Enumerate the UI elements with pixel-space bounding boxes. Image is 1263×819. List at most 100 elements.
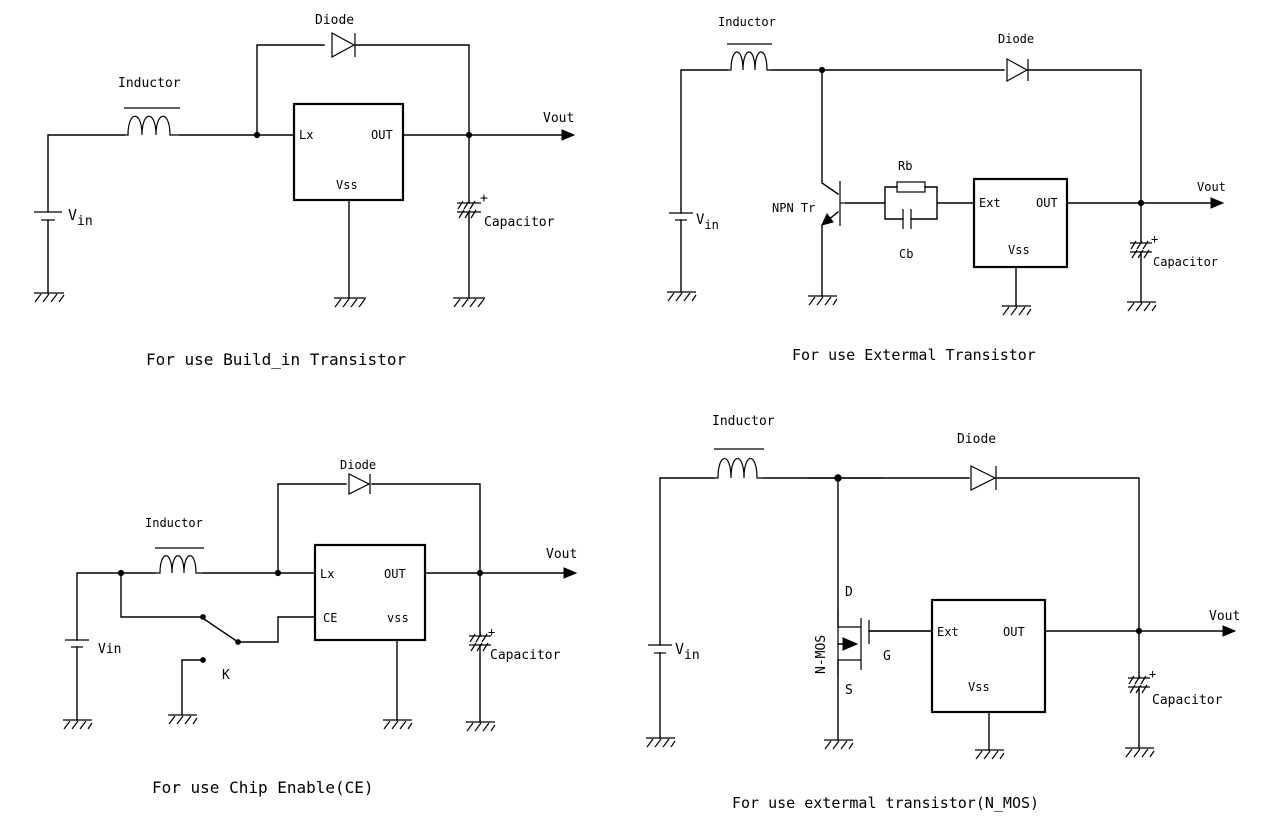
capacitor-label: Capacitor bbox=[490, 648, 561, 663]
vout-label: Vout bbox=[543, 111, 574, 126]
capacitor-plus: + bbox=[488, 625, 495, 639]
ic-box bbox=[292, 102, 405, 202]
inductor bbox=[714, 448, 764, 479]
ic-box bbox=[930, 598, 1047, 714]
diode-label: Diode bbox=[957, 432, 996, 447]
capacitor-label: Capacitor bbox=[1153, 255, 1218, 269]
resistor-rb bbox=[896, 181, 926, 193]
diode-label: Diode bbox=[998, 32, 1034, 46]
vout-arrow bbox=[561, 129, 576, 141]
capacitor-plus: + bbox=[1149, 667, 1156, 681]
inductor-label: Inductor bbox=[712, 414, 775, 429]
capacitor-label: Capacitor bbox=[1152, 693, 1223, 708]
vout-arrow bbox=[1222, 625, 1237, 637]
pin-ext-label: Ext bbox=[979, 196, 1001, 210]
vout-label: Vout bbox=[1209, 609, 1240, 624]
npn-transistor bbox=[821, 181, 846, 226]
circuit-external-npn-transistor: Inductor Diode Vin NPN Tr Rb Cb Vout + C… bbox=[667, 15, 1226, 364]
junction-dot bbox=[476, 569, 484, 577]
vin-label: Vin bbox=[696, 212, 719, 232]
inductor bbox=[727, 43, 772, 71]
pin-vss-label: Vss bbox=[336, 178, 358, 192]
vin-label: Vin bbox=[68, 206, 93, 229]
ground-symbol bbox=[1125, 747, 1155, 758]
wire bbox=[680, 69, 1212, 307]
junction-dot bbox=[818, 66, 826, 74]
capacitor bbox=[469, 633, 491, 652]
junction-dot bbox=[1137, 199, 1145, 207]
pin-out-label: OUT bbox=[1036, 196, 1058, 210]
inductor-label: Inductor bbox=[145, 516, 203, 530]
pin-vss-label: Vss bbox=[1008, 243, 1030, 257]
pin-out-label: OUT bbox=[384, 567, 406, 581]
pin-ext-label: Ext bbox=[937, 625, 959, 639]
ic-box bbox=[313, 543, 427, 642]
ground-symbol bbox=[63, 719, 93, 730]
capacitor bbox=[457, 200, 481, 219]
resistor-label: Rb bbox=[898, 159, 912, 173]
vout-label: Vout bbox=[1197, 180, 1226, 194]
junction-dot bbox=[834, 474, 842, 482]
capacitor-plus: + bbox=[1151, 232, 1158, 246]
caption: For use Extermal Transistor bbox=[792, 346, 1036, 364]
battery-vin bbox=[648, 644, 672, 654]
mos-s-label: S bbox=[845, 683, 853, 698]
inductor-label: Inductor bbox=[718, 15, 776, 29]
cb-label: Cb bbox=[899, 247, 913, 261]
diode bbox=[1006, 57, 1029, 83]
junction-dot bbox=[274, 569, 282, 577]
ground-symbol bbox=[646, 737, 676, 748]
battery-vin bbox=[669, 212, 693, 221]
ground-symbol bbox=[453, 297, 485, 308]
diode-label: Diode bbox=[315, 13, 354, 28]
ground-symbol bbox=[1127, 301, 1157, 312]
ground-symbol bbox=[824, 739, 854, 750]
mos-d-label: D bbox=[845, 585, 853, 600]
junction-dot bbox=[117, 569, 125, 577]
ic-box bbox=[972, 177, 1069, 269]
diode bbox=[331, 31, 356, 59]
inductor bbox=[155, 547, 204, 574]
ground-symbol bbox=[1002, 305, 1032, 316]
junction-dot bbox=[253, 131, 261, 139]
wire bbox=[47, 44, 563, 299]
capacitor bbox=[1130, 240, 1152, 259]
ground-symbol bbox=[34, 292, 65, 303]
capacitor bbox=[1128, 675, 1150, 694]
mos-label: N-MOS bbox=[814, 635, 829, 674]
switch-contact bbox=[200, 614, 206, 620]
circuit-build-in-transistor: Inductor Diode Vin Vout + Capacitor Lx O… bbox=[34, 13, 576, 369]
caption: For use extermal transistor(N_MOS) bbox=[732, 794, 1039, 812]
diode-label: Diode bbox=[340, 458, 376, 472]
caption: For use Build_in Transistor bbox=[146, 350, 406, 369]
capacitor-label: Capacitor bbox=[484, 215, 555, 230]
ground-symbol bbox=[383, 719, 413, 730]
junction-dot bbox=[465, 131, 473, 139]
diode bbox=[348, 473, 371, 495]
pin-ce-label: CE bbox=[323, 611, 337, 625]
switch-contact bbox=[235, 639, 241, 645]
vout-label: Vout bbox=[546, 547, 577, 562]
diode bbox=[970, 465, 997, 491]
nmos-transistor bbox=[837, 610, 932, 676]
ground-symbol bbox=[975, 749, 1005, 760]
pin-out-label: OUT bbox=[1003, 625, 1025, 639]
pin-out-label: OUT bbox=[371, 128, 393, 142]
switch-contact bbox=[200, 657, 206, 663]
ground-symbol bbox=[466, 721, 496, 732]
vin-label: Vin bbox=[98, 642, 121, 657]
caption: For use Chip Enable(CE) bbox=[152, 778, 374, 797]
ground-symbol bbox=[334, 297, 366, 308]
ground-symbol bbox=[667, 291, 697, 302]
vout-arrow bbox=[1210, 197, 1225, 209]
vout-arrow bbox=[563, 567, 578, 579]
junction-dot bbox=[1135, 627, 1143, 635]
pin-lx-label: Lx bbox=[320, 567, 334, 581]
mos-g-label: G bbox=[883, 649, 891, 664]
pin-vss-label: vss bbox=[387, 611, 409, 625]
capacitor-plus: + bbox=[480, 191, 488, 206]
transistor-label: NPN Tr bbox=[772, 201, 815, 215]
capacitor-cb bbox=[902, 209, 912, 229]
battery-vin bbox=[34, 211, 62, 221]
